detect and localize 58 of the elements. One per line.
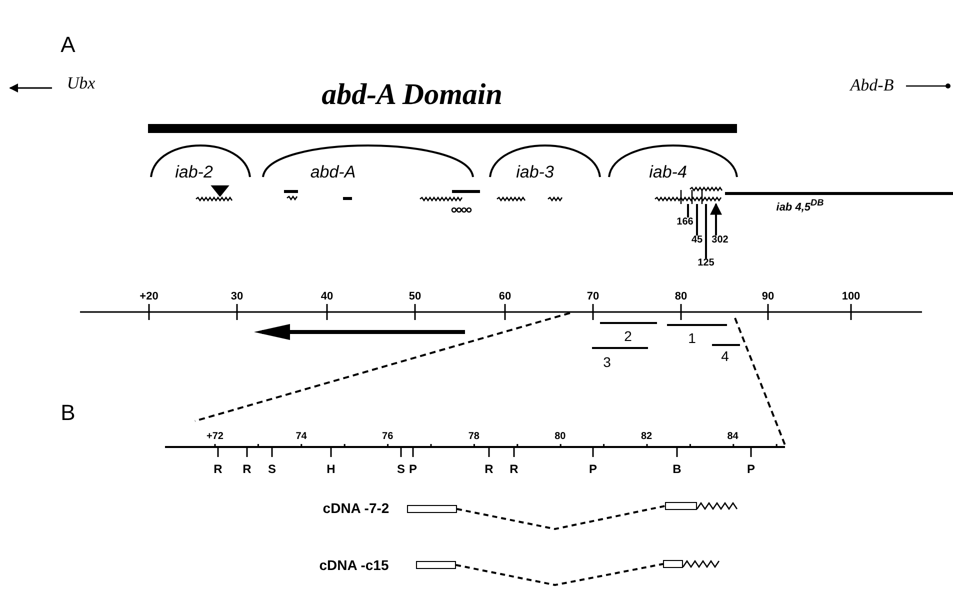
coordinate-label: +72 xyxy=(206,432,224,442)
fragment-number: 4 xyxy=(721,349,729,363)
coordinate-label: 80 xyxy=(554,432,566,442)
exon-box xyxy=(407,505,457,513)
gene-label: Ubx xyxy=(66,74,96,92)
coordinate-label: +20 xyxy=(140,292,158,302)
panel-label: A xyxy=(60,34,76,56)
coordinate-label: 74 xyxy=(296,432,307,442)
allele-label: 166 xyxy=(676,216,694,228)
region-label: iab-2 xyxy=(175,164,213,180)
coordinate-label: 76 xyxy=(382,432,394,442)
coordinate-label: 90 xyxy=(762,292,774,302)
restriction-site-label: B xyxy=(672,463,682,475)
restriction-site-label: R xyxy=(214,463,222,475)
region-label: iab 4,5$^{DB}$ xyxy=(776,198,824,214)
coordinate-label: 30 xyxy=(230,292,244,302)
coordinate-label: 100 xyxy=(842,292,860,302)
restriction-site-label: P xyxy=(589,463,597,475)
allele-label: 302 xyxy=(712,234,728,246)
restriction-site-label: R xyxy=(242,463,252,475)
splice-line xyxy=(456,505,666,530)
restriction-site-label: H xyxy=(326,463,336,475)
restriction-site-label: S xyxy=(397,463,405,475)
panel-label: B xyxy=(60,402,76,424)
leader-line xyxy=(696,204,698,236)
splice-line xyxy=(456,563,664,586)
exon-box xyxy=(416,561,456,569)
fragment-number: 2 xyxy=(624,329,632,343)
lesion-marks-drawing xyxy=(654,184,724,204)
region-label: abd-A xyxy=(310,164,356,180)
coordinate-label: 60 xyxy=(498,292,512,302)
fragment-number: 1 xyxy=(688,331,696,345)
leader-line xyxy=(705,204,707,258)
restriction-site-label: S xyxy=(268,463,276,475)
coordinate-label: 78 xyxy=(468,432,480,442)
exon-box xyxy=(665,502,697,510)
coordinate-label: 84 xyxy=(727,432,738,442)
restriction-site-label: R xyxy=(484,463,494,475)
region-label: iab-4 xyxy=(649,164,687,180)
restriction-site-label: P xyxy=(409,463,417,475)
coordinate-label: 40 xyxy=(320,292,334,302)
leader-line xyxy=(687,204,689,218)
gene-label: Abd-B xyxy=(850,76,894,94)
restriction-site-label: R xyxy=(510,463,518,475)
exon-box xyxy=(663,560,683,568)
restriction-site-label: P xyxy=(747,463,755,475)
domain-title: abd-A Domain xyxy=(322,80,502,110)
coordinate-label: 50 xyxy=(408,292,422,302)
leader-line xyxy=(710,202,722,236)
region-label: iab-3 xyxy=(516,164,554,180)
coordinate-label: 70 xyxy=(586,292,600,302)
coordinate-label: 80 xyxy=(674,292,688,302)
coordinate-label: 82 xyxy=(640,432,652,442)
allele-label: 125 xyxy=(698,258,714,268)
allele-label: 45 xyxy=(691,234,703,246)
cdna-label: cDNA -7-2 xyxy=(322,501,390,515)
fragment-number: 3 xyxy=(603,355,611,369)
cdna-label: cDNA -c15 xyxy=(319,558,389,572)
